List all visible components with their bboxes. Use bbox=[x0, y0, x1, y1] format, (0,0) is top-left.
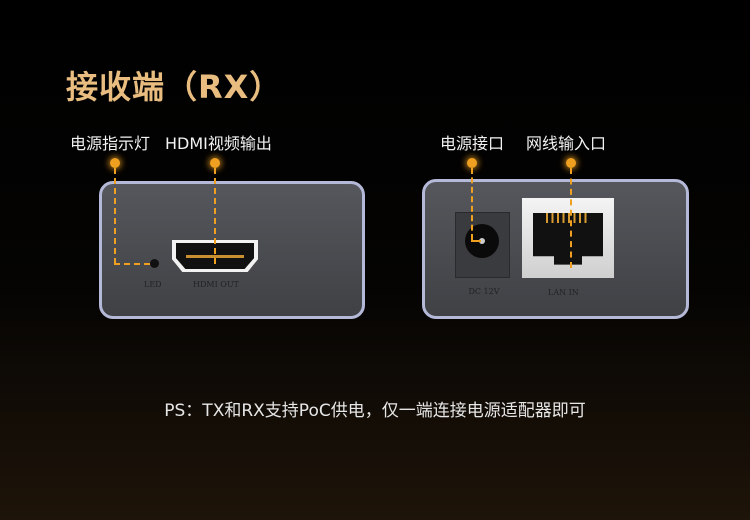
dc-jack-pin bbox=[479, 238, 485, 244]
callout-dot bbox=[110, 158, 120, 168]
callout-line bbox=[214, 168, 216, 264]
hdmi-port-label: HDMI OUT bbox=[193, 280, 239, 289]
callout-line bbox=[570, 168, 572, 268]
callout-dot bbox=[566, 158, 576, 168]
callout-lan-label: 网线输入口 bbox=[526, 134, 607, 153]
poc-note: PS：TX和RX支持PoC供电，仅一端连接电源适配器即可 bbox=[164, 401, 586, 421]
callout-dot bbox=[210, 158, 220, 168]
section-title: 接收端（RX） bbox=[66, 68, 283, 106]
callout-led-label: 电源指示灯 bbox=[70, 134, 151, 153]
callout-line bbox=[114, 263, 150, 265]
lan-port-label: LAN IN bbox=[548, 288, 579, 297]
led-indicator bbox=[150, 259, 159, 268]
callout-line bbox=[471, 240, 481, 242]
dc-port-label: DC 12V bbox=[468, 287, 500, 296]
callout-line bbox=[471, 168, 473, 240]
callout-line bbox=[114, 168, 116, 264]
callout-hdmi-label: HDMI视频输出 bbox=[165, 134, 272, 153]
callout-power-label: 电源接口 bbox=[440, 134, 505, 153]
lan-pins bbox=[546, 213, 590, 223]
led-port-label: LED bbox=[144, 280, 162, 289]
callout-dot bbox=[467, 158, 477, 168]
